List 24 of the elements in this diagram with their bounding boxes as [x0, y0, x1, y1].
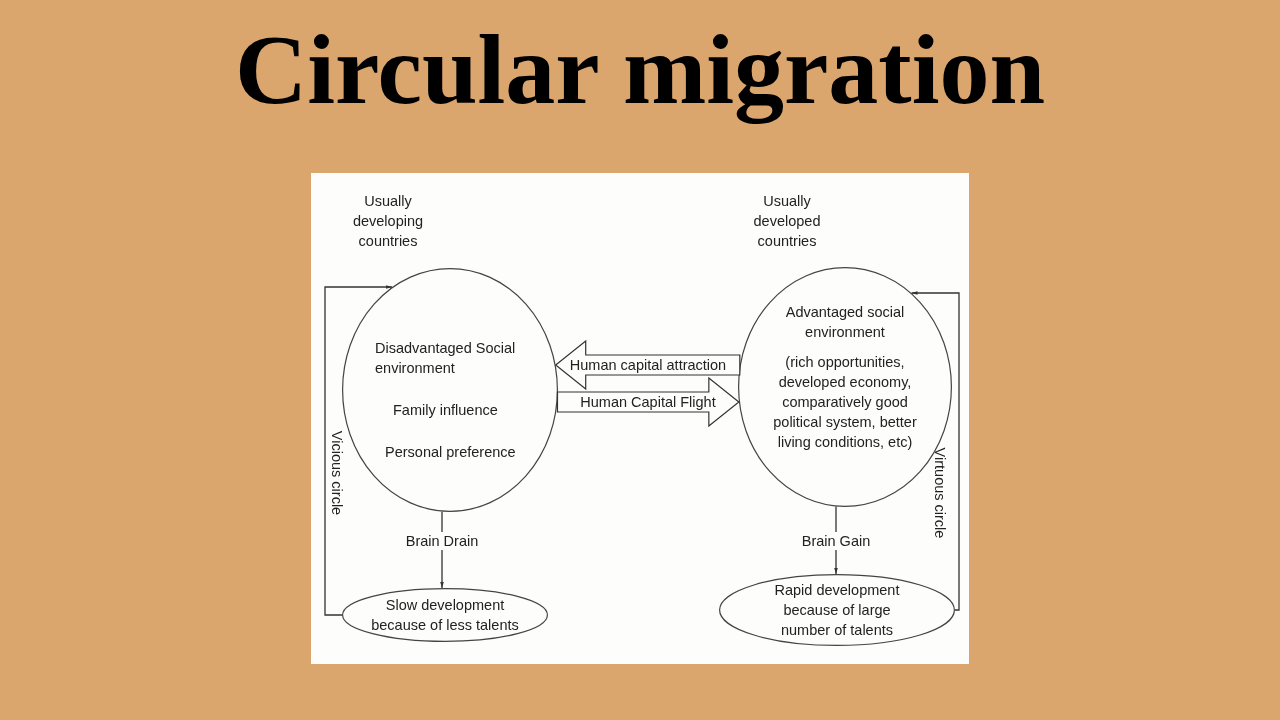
node-text: Rapid development because of large number of talents [773, 581, 901, 640]
ellipse-node [719, 574, 955, 646]
arrow [910, 291, 960, 611]
edge-label: Vicious circle [328, 430, 346, 516]
edge-label: Brain Gain [799, 532, 873, 550]
node-text: (rich opportunities, developed economy, comparatively good political system, better living conditions, etc) [772, 353, 918, 452]
edge-label: Brain Drain [403, 532, 481, 550]
arrow [324, 285, 393, 616]
edge-label: Human capital attraction [568, 356, 728, 374]
edge-label: Virtuous circle [931, 447, 949, 539]
ellipse-node [342, 588, 548, 642]
node-text: Slow development because of less talents [370, 596, 520, 635]
ellipse-node [342, 268, 558, 512]
node-text: Advantaged social environment [784, 303, 906, 342]
arrow [554, 339, 741, 391]
title: Circular migration [234, 14, 1046, 125]
node-text: Personal preference [385, 443, 516, 462]
edge-label: Human Capital Flight [579, 393, 717, 411]
caption-text: Usually developed countries [752, 192, 822, 251]
arrow [556, 376, 740, 428]
node-text: Disadvantaged Social environment [375, 339, 517, 378]
node-text: Family influence [393, 401, 498, 420]
ellipse-node [738, 267, 952, 507]
caption-text: Usually developing countries [351, 192, 425, 251]
